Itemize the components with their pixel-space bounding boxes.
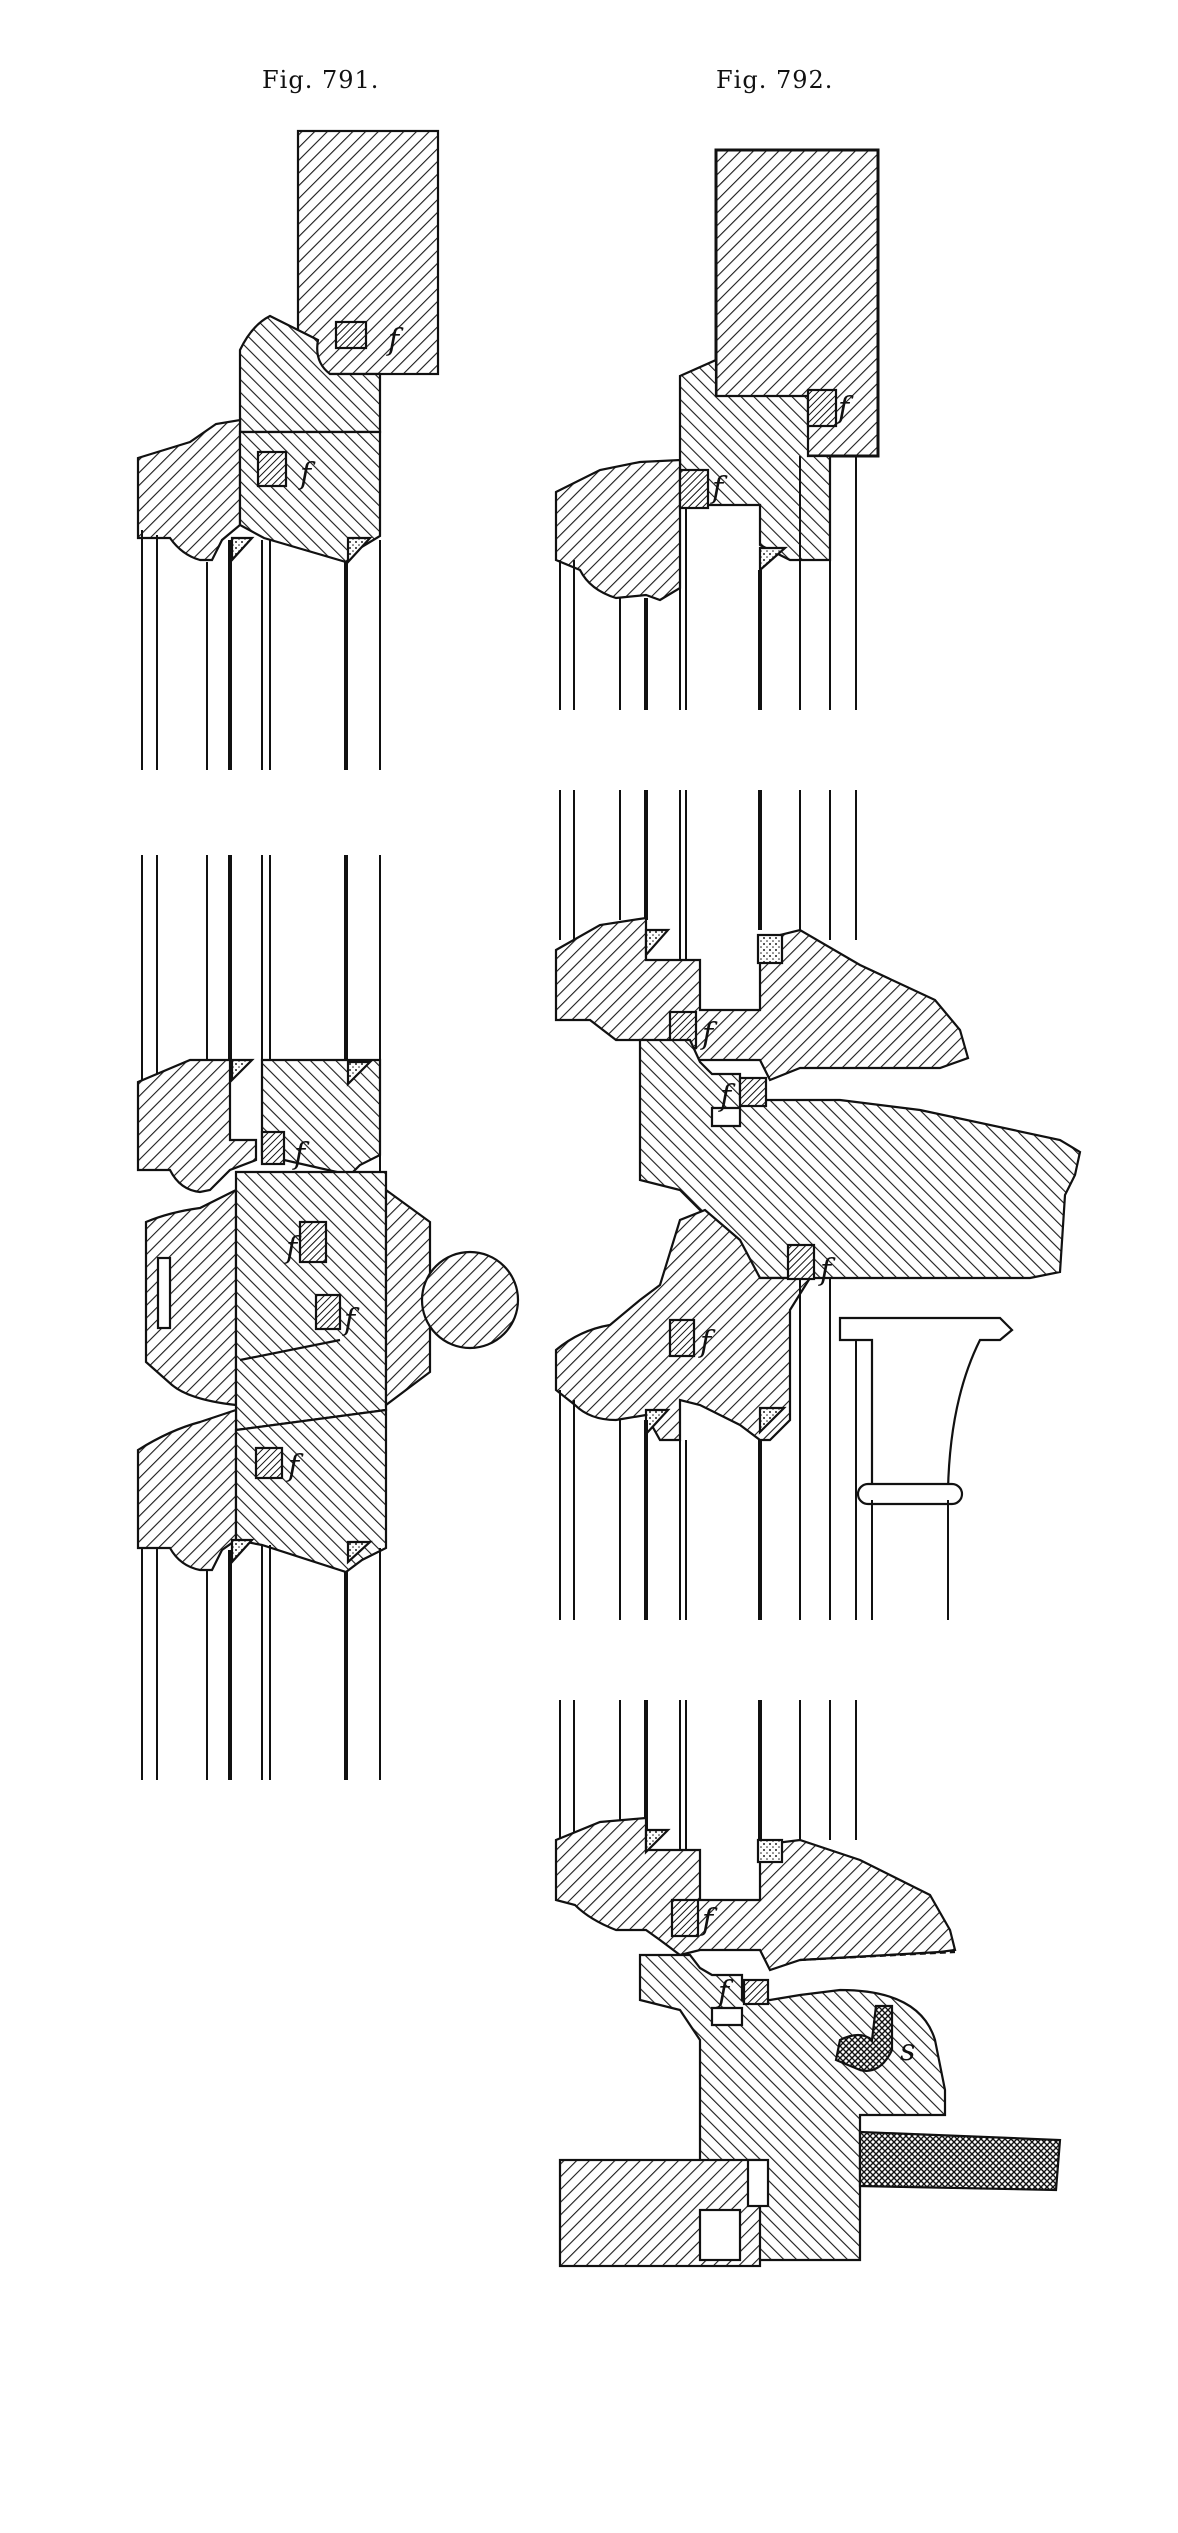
figure-792-title: Fig. 792. (716, 66, 834, 94)
figure-791-drawing (136, 129, 520, 1780)
upper-jamb-lines-791 (141, 530, 381, 770)
seal-f-792-5 (786, 1243, 816, 1281)
stone-sill-792 (858, 2130, 1062, 2192)
glazing-bead-792-6 (756, 1838, 784, 1864)
column-astragal-792 (856, 1482, 964, 1506)
seal-f-792-6 (668, 1318, 696, 1358)
lower-rail-left-791 (136, 1408, 238, 1572)
glazing-bead-791-3 (230, 1058, 255, 1083)
seal-f-791-4 (298, 1220, 328, 1264)
mullion-center-791 (234, 1170, 388, 1432)
lower-jamb-lines-791 (141, 1545, 381, 1780)
glazing-bead-791-6 (346, 1540, 373, 1565)
glazing-bead-791-4 (346, 1060, 373, 1087)
rebate-792-1 (710, 1106, 742, 1128)
seal-f-791-2 (256, 450, 288, 488)
column-capital-792 (838, 1316, 1014, 1492)
upper-frame-791 (238, 314, 382, 434)
glazing-bead-792-5 (758, 1406, 787, 1435)
glazing-bead-792-3 (756, 933, 784, 965)
seal-f-792-2 (678, 468, 710, 510)
seal-f-791-5 (314, 1293, 342, 1331)
glazing-bead-791-2 (346, 536, 373, 565)
glazing-bead-792-2 (644, 928, 671, 958)
seal-f-791-3 (260, 1130, 286, 1166)
astragal-bead-791 (420, 1250, 520, 1350)
top-wall-block-791 (296, 129, 440, 376)
seal-f-792-1 (806, 388, 838, 428)
upper-jamb-lines-792 (559, 456, 857, 710)
glazing-bead-791-1 (230, 536, 255, 563)
lower-sash-rail-left-791 (136, 1058, 258, 1194)
lower-jamb-lines-792 (559, 1278, 949, 1620)
seal-f-791-6 (254, 1446, 284, 1480)
sill-sash-rail-792 (554, 1816, 957, 1972)
figure-792-drawing (554, 148, 1082, 2268)
seal-f-792-7 (670, 1898, 700, 1938)
glazing-bead-792-7 (644, 1828, 671, 1855)
sill-rebate-792 (746, 2158, 770, 2208)
seal-f-792-8 (742, 1978, 770, 2006)
joint-line-791-1 (239, 1338, 341, 1362)
glazing-bead-791-5 (230, 1538, 255, 1565)
seal-f-791-1 (334, 320, 368, 350)
weather-bar-s-792 (834, 2004, 894, 2072)
rebate-792-2 (710, 2006, 744, 2027)
mullion-right-791 (384, 1187, 432, 1408)
mullion-opening-791 (156, 1256, 172, 1330)
sash-head-left-791 (136, 418, 242, 562)
figure-791-title: Fig. 791. (262, 66, 380, 94)
glazing-bead-792-1 (758, 546, 788, 573)
sill-joint-792 (698, 2208, 742, 2262)
seal-f-792-4 (738, 1076, 768, 1108)
drip-line-792 (799, 1950, 956, 1962)
label-s: s (900, 2033, 915, 2068)
